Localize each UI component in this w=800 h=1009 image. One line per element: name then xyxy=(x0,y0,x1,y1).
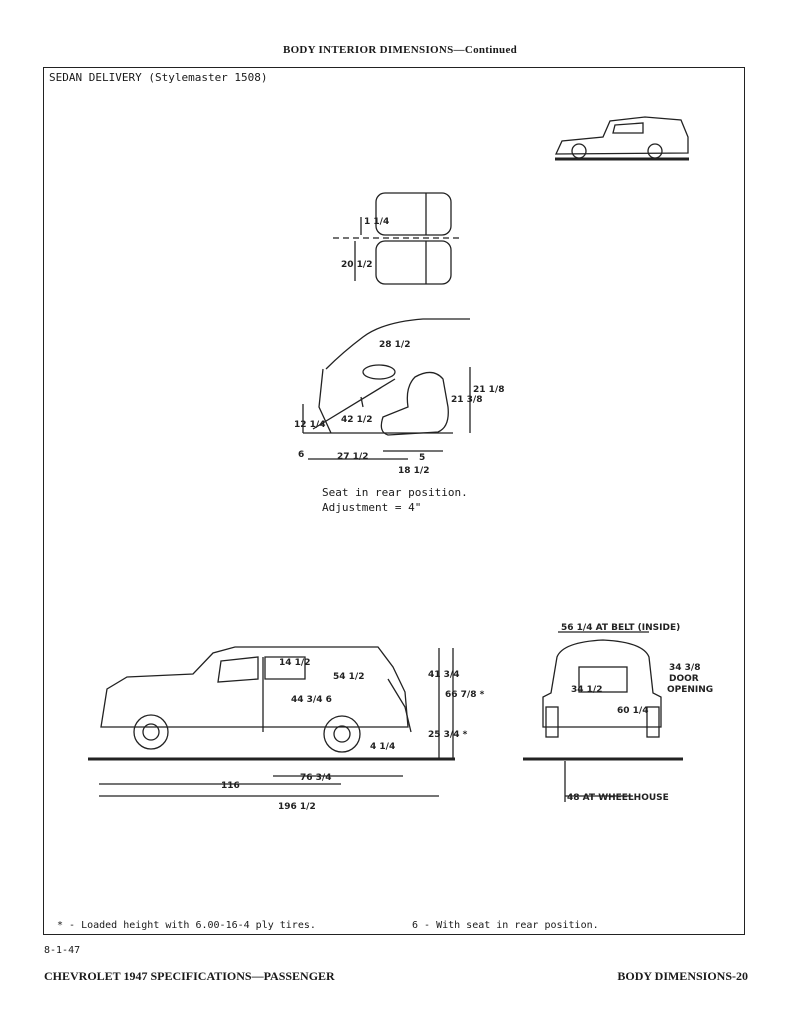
revision-date: 8-1-47 xyxy=(44,945,81,956)
dim-seat-height: 21 3/8 xyxy=(451,395,482,405)
dim-pedal: 27 1/2 xyxy=(337,452,368,462)
seat-note-line-1: Seat in rear position. xyxy=(322,486,468,499)
dim-door-label-2: OPENING xyxy=(667,685,713,695)
dim-ground: 6 xyxy=(298,450,304,460)
dim-mid: 44 3/4 6 xyxy=(291,695,332,705)
dim-door-opening: 34 3/8 xyxy=(669,663,700,673)
dim-cargo: 34 1/2 xyxy=(571,685,602,695)
dim-legroom: 42 1/2 xyxy=(341,415,372,425)
dim-seat-offset: 1 1/4 xyxy=(364,217,389,227)
dim-five: 5 xyxy=(419,453,425,463)
dim-wheelbase: 116 xyxy=(221,781,240,791)
dim-cowl: 12 1/4 xyxy=(294,420,325,430)
dim-side-ht: 54 1/2 xyxy=(333,672,364,682)
dim-wheel-sw: 14 1/2 xyxy=(279,658,310,668)
seat-note-line-2: Adjustment = 4" xyxy=(322,501,422,514)
rear-view-car xyxy=(523,631,683,802)
car-thumbnail-icon xyxy=(554,116,689,161)
body-dimension-drawing: 1 1/4 20 1/2 28 1/2 42 1/2 21 3/8 21 1/8… xyxy=(88,116,713,812)
dim-floor-height: 25 3/4 * xyxy=(428,730,468,740)
interior-side-diagram xyxy=(302,318,471,460)
dim-rear-width: 60 1/4 xyxy=(617,706,648,716)
dim-cushion: 18 1/2 xyxy=(398,466,429,476)
dim-headroom: 28 1/2 xyxy=(379,340,410,350)
footer-section: BODY DIMENSIONS-20 xyxy=(617,969,748,983)
model-label: SEDAN DELIVERY (Stylemaster 1508) xyxy=(49,71,268,84)
dim-belt-inside: 56 1/4 AT BELT (INSIDE) xyxy=(561,623,680,633)
footnote-seat-position: 6 - With seat in rear position. xyxy=(412,920,599,931)
dim-rear-length: 76 3/4 xyxy=(300,773,331,783)
footnote-loaded-height: * - Loaded height with 6.00-16-4 ply tir… xyxy=(57,920,316,931)
page-header: BODY INTERIOR DIMENSIONS—Continued xyxy=(282,44,518,56)
dim-overhang: 4 1/4 xyxy=(370,742,395,752)
seat-plan-diagram xyxy=(333,192,463,285)
footer-title: CHEVROLET 1947 SPECIFICATIONS—PASSENGER xyxy=(44,969,335,983)
dim-back-height: 21 1/8 xyxy=(473,385,504,395)
side-view-car xyxy=(88,646,455,797)
dim-door-label-1: DOOR xyxy=(669,674,699,684)
seat-adjustment-note: Seat in rear position. Adjustment = 4" xyxy=(322,485,468,515)
dim-wheelhouse: 48 AT WHEELHOUSE xyxy=(567,793,669,803)
dim-overall-height: 66 7/8 * xyxy=(445,690,485,700)
dim-seat-width: 20 1/2 xyxy=(341,260,372,270)
dim-height: 41 3/4 xyxy=(428,670,459,680)
dim-overall-length: 196 1/2 xyxy=(278,802,316,812)
drawing-frame xyxy=(43,67,745,935)
